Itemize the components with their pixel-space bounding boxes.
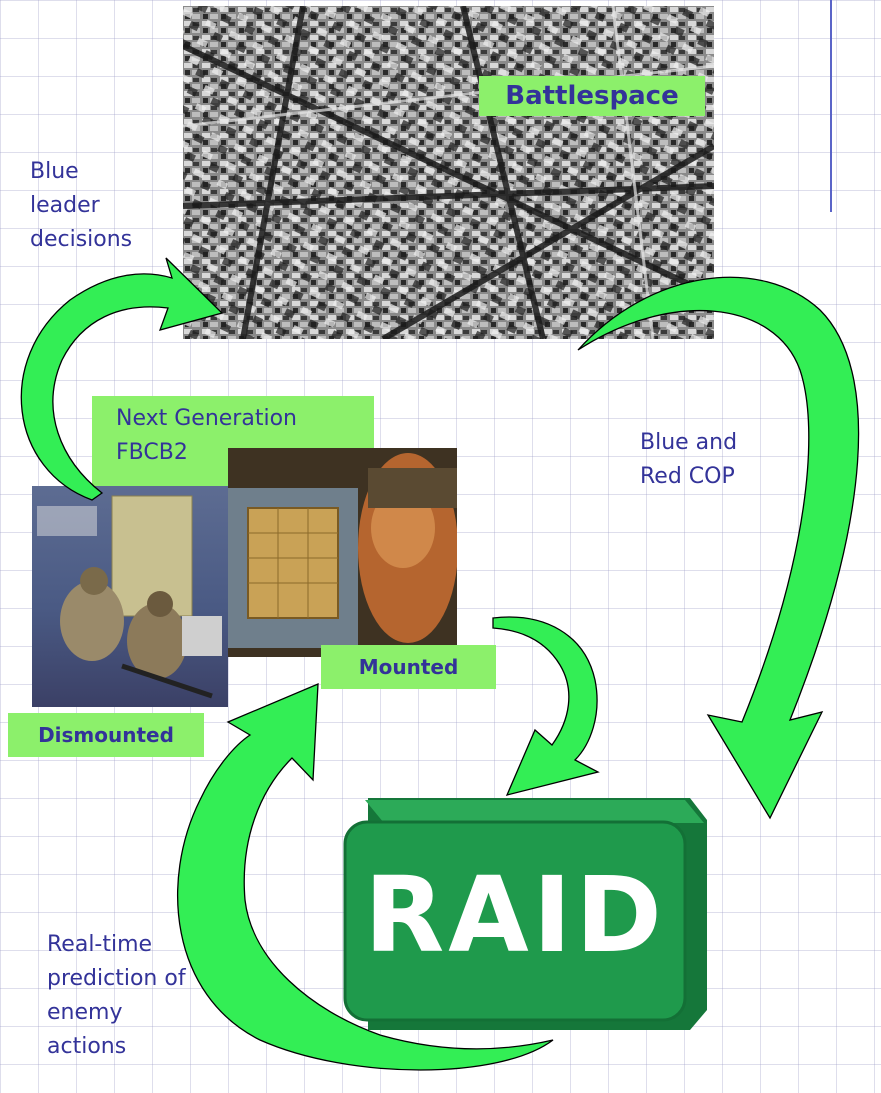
blue-leader-decisions-caption: Blue leader decisions	[30, 159, 133, 252]
battlespace-aerial-image	[183, 6, 714, 339]
accent-line	[830, 0, 832, 212]
mounted-soldier-image	[228, 448, 457, 657]
arrow-dismounted-to-battlespace	[20, 257, 224, 501]
realtime-prediction-caption: Real-time prediction of enemy actions	[47, 932, 186, 1059]
dismounted-label: Dismounted	[8, 713, 204, 757]
arrow-mounted-to-raid	[492, 616, 600, 796]
mounted-label: Mounted	[321, 645, 496, 689]
arrow-raid-to-dismounted	[177, 682, 554, 1071]
battlespace-label: Battlespace	[479, 76, 705, 116]
arrow-battlespace-to-raid	[577, 276, 860, 820]
raid-label: RAID	[364, 854, 666, 976]
dismounted-soldiers-image	[32, 486, 228, 707]
blue-red-cop-caption: Blue and Red COP	[640, 430, 738, 489]
